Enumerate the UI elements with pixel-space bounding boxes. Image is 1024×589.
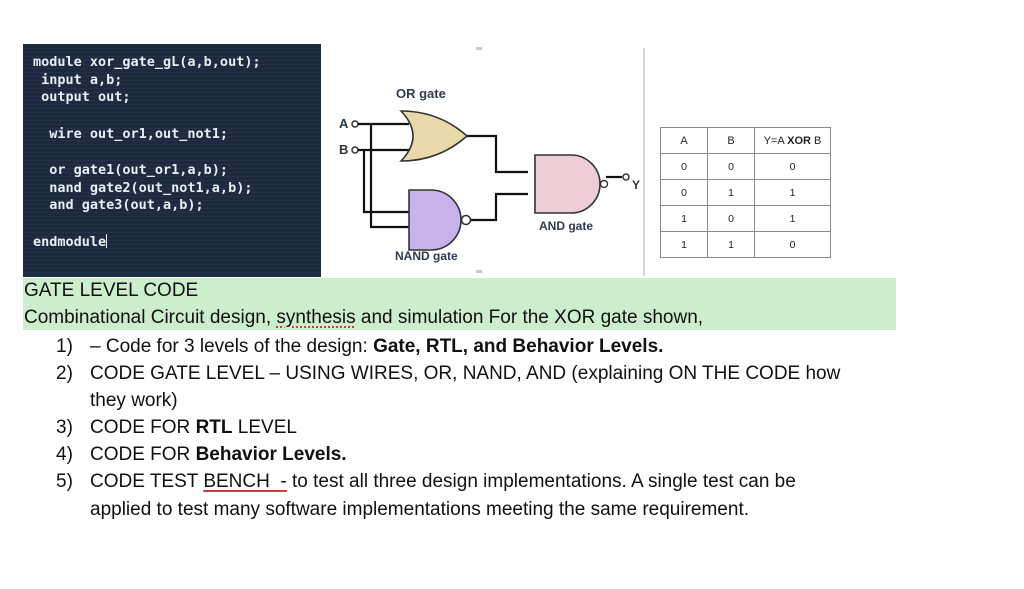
cell-y: 0 bbox=[754, 231, 831, 258]
cell-b: 1 bbox=[707, 179, 755, 206]
nand-gate-symbol bbox=[408, 189, 462, 251]
xor-gate-diagram: A B Y OR gate NAND gate AND gate bbox=[321, 44, 646, 277]
spellcheck-word: synthesis bbox=[276, 307, 356, 328]
cell-b: 0 bbox=[707, 205, 755, 232]
gate-level-banner: GATE LEVEL CODE Combinational Circuit de… bbox=[23, 278, 896, 330]
nand-bubble bbox=[460, 214, 472, 226]
endmodule-text: endmodule bbox=[33, 233, 107, 250]
list-number: 3) bbox=[56, 417, 73, 438]
input-a-terminal bbox=[351, 120, 359, 128]
code-line-wire: wire out_or1,out_not1; bbox=[33, 125, 229, 142]
table-row: 0 1 1 bbox=[660, 179, 831, 206]
input-b-label: B bbox=[339, 142, 348, 157]
header-b: B bbox=[707, 127, 755, 154]
cell-b: 1 bbox=[707, 231, 755, 258]
nand-gate-label: NAND gate bbox=[395, 249, 458, 263]
and-output-bubble bbox=[599, 179, 609, 189]
cell-y: 0 bbox=[754, 153, 831, 180]
banner-title: GATE LEVEL CODE bbox=[24, 280, 199, 301]
truth-table-header: A B Y=A XOR B bbox=[660, 127, 831, 154]
code-line-or-gate: or gate1(out_or1,a,b); bbox=[33, 162, 229, 178]
cell-a: 0 bbox=[660, 153, 708, 180]
list-item: CODE GATE LEVEL – USING WIRES, OR, NAND,… bbox=[90, 363, 841, 384]
cell-y: 1 bbox=[754, 179, 831, 206]
code-line-nand-gate: nand gate2(out_not1,a,b); bbox=[33, 179, 253, 196]
cell-a: 0 bbox=[660, 179, 708, 206]
text-cursor bbox=[106, 233, 108, 248]
list-number: 2) bbox=[56, 363, 73, 384]
verilog-code-panel: module xor_gate_gL(a,b,out); input a,b; … bbox=[23, 44, 321, 277]
table-row: 1 0 1 bbox=[660, 205, 831, 232]
output-y-label: Y bbox=[632, 178, 640, 192]
header-y: Y=A XOR B bbox=[754, 127, 831, 154]
code-line-module: module xor_gate_gL(a,b,out); bbox=[33, 54, 261, 70]
list-item-continuation: they work) bbox=[90, 390, 178, 411]
code-line-output: output out; bbox=[33, 89, 131, 105]
input-b-terminal bbox=[351, 146, 359, 154]
list-item-continuation: applied to test many software implementa… bbox=[90, 499, 749, 520]
list-item: CODE TEST BENCH - to test all three desi… bbox=[90, 471, 796, 492]
code-line-and-gate: and gate3(out,a,b); bbox=[33, 197, 204, 213]
code-line-input: input a,b; bbox=[33, 71, 123, 88]
table-row: 1 1 0 bbox=[660, 231, 831, 258]
cell-a: 1 bbox=[660, 231, 708, 258]
circuit-wires bbox=[358, 122, 622, 229]
or-gate-symbol bbox=[399, 110, 469, 162]
cell-a: 1 bbox=[660, 205, 708, 232]
header-a: A bbox=[660, 127, 708, 154]
table-row: 0 0 0 bbox=[660, 153, 831, 180]
spellcheck-word: BENCH - bbox=[203, 471, 287, 492]
and-gate-symbol bbox=[534, 154, 601, 214]
and-gate-label: AND gate bbox=[539, 219, 593, 233]
list-number: 1) bbox=[56, 336, 73, 357]
list-item: CODE FOR RTL LEVEL bbox=[90, 417, 297, 438]
list-number: 4) bbox=[56, 444, 73, 465]
cell-b: 0 bbox=[707, 153, 755, 180]
banner-description: Combinational Circuit design, synthesis … bbox=[24, 307, 704, 328]
or-gate-label: OR gate bbox=[396, 86, 446, 101]
output-y-terminal bbox=[622, 173, 630, 181]
cell-y: 1 bbox=[754, 205, 831, 232]
list-number: 5) bbox=[56, 471, 73, 492]
input-a-label: A bbox=[339, 116, 349, 131]
xor-truth-table: A B Y=A XOR B 0 0 0 0 1 1 1 0 1 1 1 0 bbox=[660, 127, 831, 258]
code-line-endmodule: endmodule bbox=[33, 233, 315, 252]
list-item: – Code for 3 levels of the design: Gate,… bbox=[90, 336, 664, 357]
list-item: CODE FOR Behavior Levels. bbox=[90, 444, 347, 465]
